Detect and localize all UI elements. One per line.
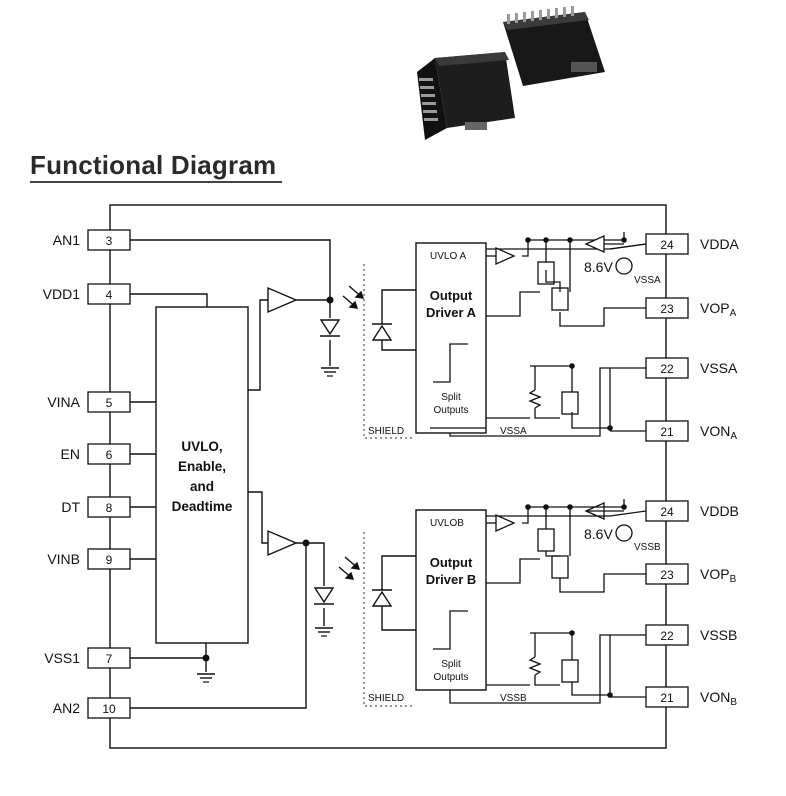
vsrc-ref-label: VSSB — [634, 542, 661, 553]
chip-package-right — [503, 6, 605, 86]
pin-number: 4 — [106, 288, 113, 302]
led-diode — [313, 319, 341, 605]
pin-number: 21 — [660, 691, 674, 705]
pin-label-vdd1: VDD1 — [43, 286, 81, 302]
driver-b-title: Output — [430, 555, 473, 570]
pin-number: 22 — [660, 362, 674, 376]
pin-label-vopb: VOPB — [700, 566, 737, 585]
pin-label-an2: AN2 — [53, 700, 80, 716]
pin-label-an1: AN1 — [53, 232, 80, 248]
voltage-source — [615, 257, 633, 542]
vss-b-label: VSSB — [500, 693, 527, 704]
pin-label-vssb: VSSB — [700, 627, 737, 643]
junction-dot — [525, 237, 627, 698]
pin-number: 23 — [660, 302, 674, 316]
split-outputs-label: Split — [441, 659, 461, 670]
pin-label-vonb: VONB — [700, 689, 737, 708]
control-block-label: UVLO, — [181, 439, 222, 454]
pin-number: 5 — [106, 396, 113, 410]
pin-label-dt: DT — [61, 499, 80, 515]
pin-number: 3 — [106, 234, 113, 248]
chip-package-photo — [417, 6, 605, 140]
pin-label-vona: VONA — [700, 423, 737, 442]
pin-label-vdda: VDDA — [700, 236, 740, 252]
voltage-source-label: 8.6V — [584, 259, 613, 275]
output-driver-a-block — [415, 242, 487, 434]
page-title: Functional Diagram — [30, 150, 277, 180]
photodiode — [371, 289, 416, 631]
driver-b-title: Driver B — [426, 572, 477, 587]
pin-number: 6 — [106, 448, 113, 462]
split-outputs-label: Split — [441, 392, 461, 403]
uvlo-a-label: UVLO A — [430, 251, 466, 262]
functional-schematic: 3 4 5 6 8 9 7 10 AN1 VDD1 VINA EN DT VIN… — [43, 204, 740, 749]
pin-label-vina: VINA — [47, 394, 80, 410]
pin-number: 8 — [106, 501, 113, 515]
driver-a-title: Driver A — [426, 305, 477, 320]
split-outputs-label: Outputs — [433, 405, 468, 416]
buffer-triangle — [495, 234, 605, 533]
output-stage-b-wiring — [449, 499, 647, 704]
pin-label-vinb: VINB — [47, 551, 80, 567]
pin-label-vopa: VOPA — [700, 300, 737, 319]
output-driver-b-block — [415, 509, 487, 691]
pin-number: 9 — [106, 553, 113, 567]
pin-label-en: EN — [61, 446, 80, 462]
control-block-label: Enable, — [178, 459, 226, 474]
voltage-source-label: 8.6V — [584, 526, 613, 542]
control-block — [155, 306, 249, 644]
mosfet — [537, 261, 579, 683]
vss-a-label: VSSA — [500, 426, 527, 437]
pin-label-vss1: VSS1 — [44, 650, 80, 666]
package-outline — [109, 204, 667, 749]
split-output-pulse-icon — [433, 343, 468, 650]
pin-number: 10 — [102, 702, 116, 716]
buffer-triangle — [267, 286, 298, 557]
control-block-label: Deadtime — [172, 499, 233, 514]
shield-label: SHIELD — [368, 693, 404, 704]
shield-label: SHIELD — [368, 426, 404, 437]
split-outputs-label: Outputs — [433, 672, 468, 683]
pin-number: 21 — [660, 425, 674, 439]
chip-package-left — [417, 52, 515, 140]
vsrc-ref-label: VSSA — [634, 275, 661, 286]
pin-number: 24 — [660, 238, 674, 252]
pin-label-vssa: VSSA — [700, 360, 738, 376]
pin-number: 22 — [660, 629, 674, 643]
pin-number: 7 — [106, 652, 113, 666]
light-arrows — [338, 285, 365, 580]
title-underline — [30, 181, 282, 183]
shield-boundary — [363, 264, 414, 707]
pin-number: 23 — [660, 568, 674, 582]
pin-label-vddb: VDDB — [700, 503, 739, 519]
pin-number: 24 — [660, 505, 674, 519]
control-block-label: and — [190, 479, 214, 494]
resistor — [528, 389, 542, 676]
junction-dot — [202, 296, 334, 662]
uvlo-b-label: UVLOB — [430, 518, 464, 529]
driver-a-title: Output — [430, 288, 473, 303]
